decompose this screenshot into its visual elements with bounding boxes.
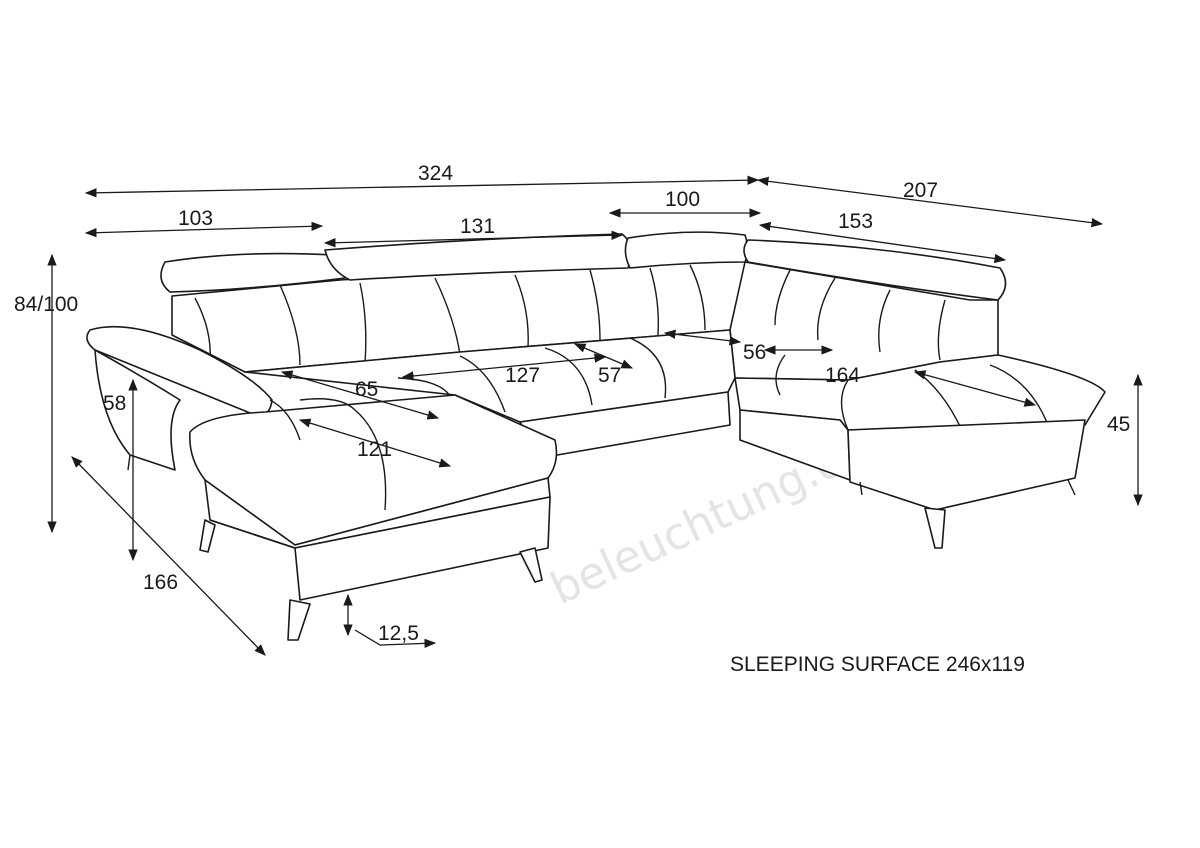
label-arm-height: 58 [103, 392, 126, 415]
sleeping-surface-caption: SLEEPING SURFACE 246x119 [730, 653, 1025, 676]
label-height: 84/100 [14, 293, 78, 316]
label-right-section: 153 [838, 210, 873, 233]
label-leg-height: 12,5 [378, 622, 419, 645]
label-left-section: 103 [178, 207, 213, 230]
label-corner-section: 100 [665, 188, 700, 211]
dimension-labels: 324 207 103 131 100 153 84/100 58 166 12… [14, 162, 1130, 676]
label-right-depth: 207 [903, 179, 938, 202]
dimension-lines [47, 175, 1143, 656]
label-total-width: 324 [418, 162, 453, 185]
label-seat-height: 45 [1107, 413, 1130, 436]
label-chaise-left: 121 [357, 438, 392, 461]
label-seat-depth-middle: 57 [598, 364, 621, 387]
label-left-depth: 166 [143, 571, 178, 594]
label-seat-middle: 127 [505, 364, 540, 387]
label-middle-section: 131 [460, 215, 495, 238]
label-seat-depth-left: 65 [355, 378, 378, 401]
label-seat-depth-corner: 56 [743, 341, 766, 364]
label-chaise-right: 164 [825, 364, 860, 387]
